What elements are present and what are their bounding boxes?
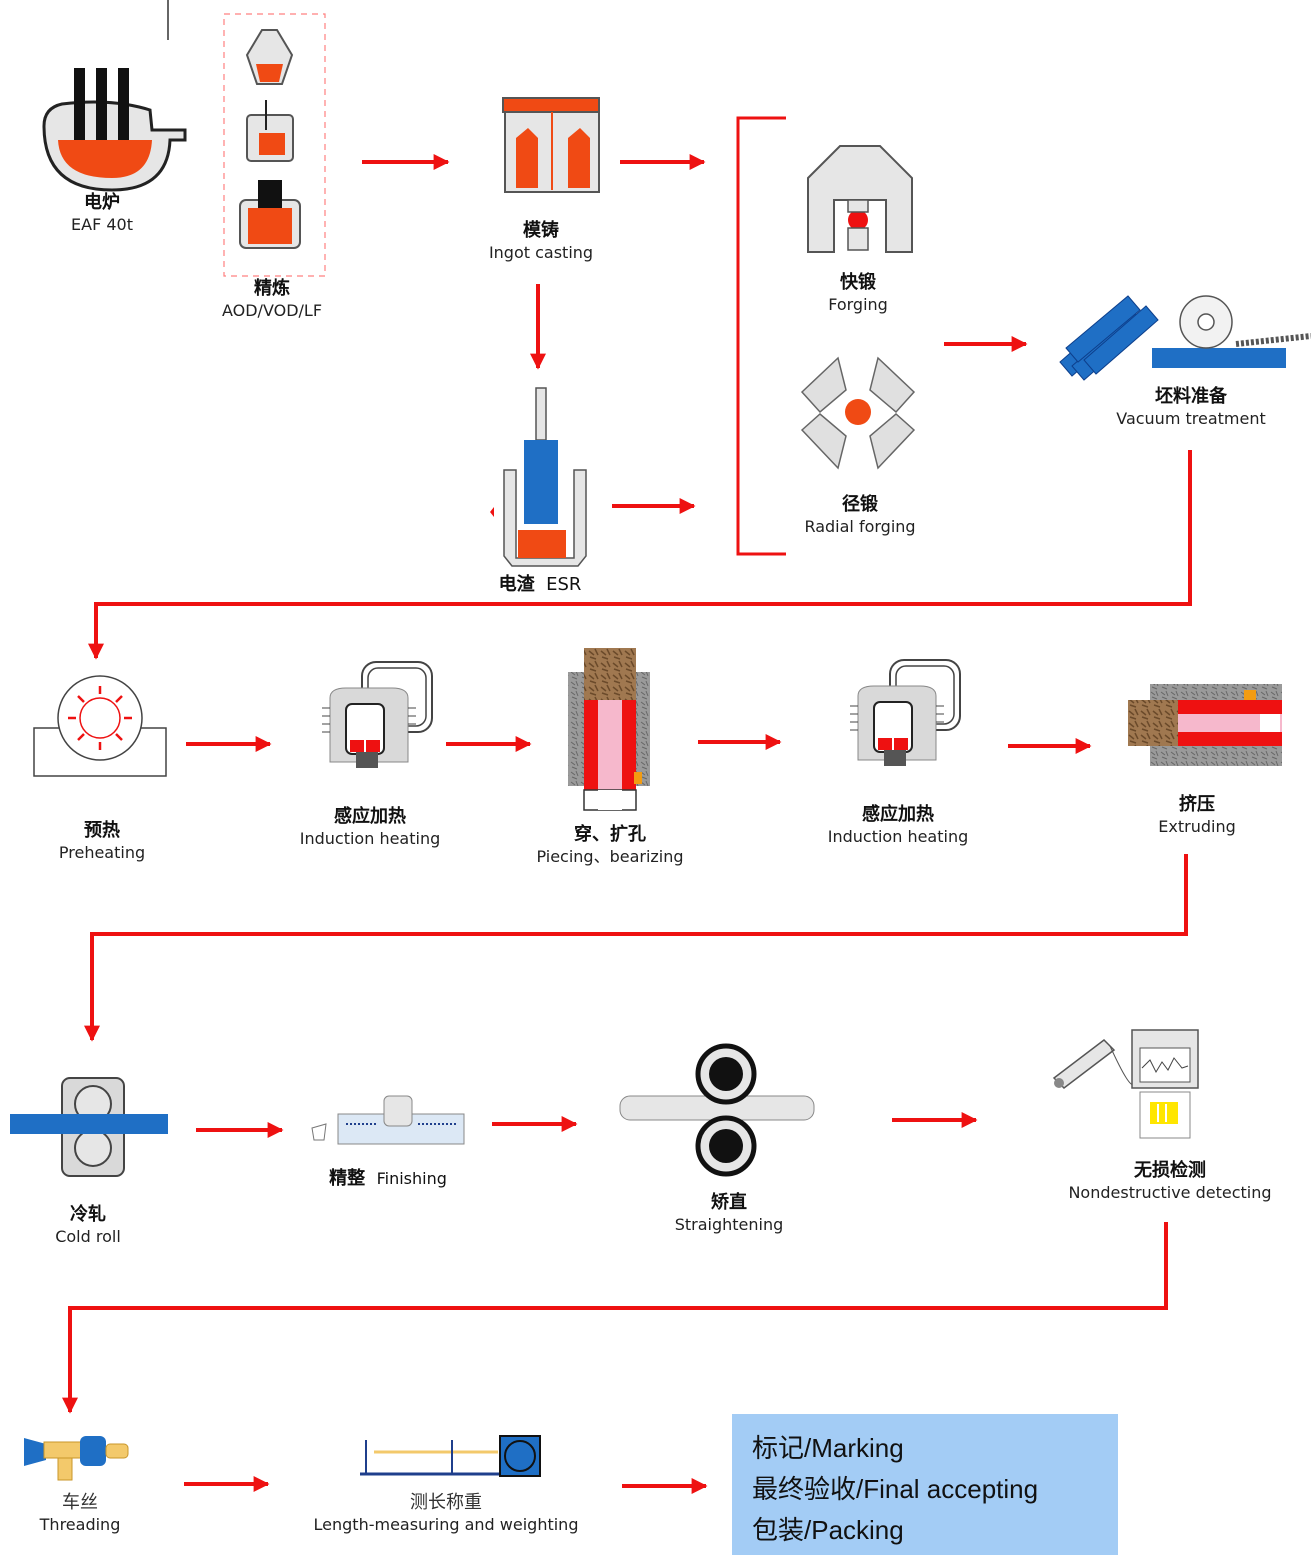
ingot-casting-icon: [502, 97, 600, 193]
label-finishing-zh: 精整: [329, 1168, 366, 1189]
label-straightening-en: Straightening: [674, 1214, 784, 1234]
arrow-ndt-to-threading: [62, 1222, 1168, 1414]
arrow-billet-to-preheat: [88, 450, 1192, 660]
label-billet-en: Vacuum treatment: [1116, 408, 1266, 428]
label-piercing-en: Piecing、bearizing: [536, 846, 684, 866]
label-ndt: 无损检测 Nondestructive detecting: [1068, 1160, 1271, 1203]
label-extruding-en: Extruding: [1158, 816, 1236, 836]
label-preheat-en: Preheating: [58, 842, 146, 862]
final-step-marking: 标记/Marking: [752, 1433, 904, 1463]
vod-vessel-icon: [246, 100, 294, 162]
label-piercing: 穿、扩孔 Piecing、bearizing: [536, 824, 683, 867]
label-refining: 精炼 AOD/VOD/LF: [222, 278, 322, 321]
label-measuring-en: Length-measuring and weighting: [313, 1514, 579, 1534]
eaf-furnace-icon: [42, 68, 187, 192]
forging-press-icon: [807, 145, 913, 253]
billet-preparation-icon: [1059, 295, 1311, 381]
label-threading-zh: 车丝: [62, 1492, 98, 1513]
label-induction-2: 感应加热 Induction heating: [828, 804, 969, 847]
piercing-press-icon: [568, 648, 650, 811]
label-finishing: 精整 Finishing: [329, 1168, 447, 1191]
label-radial-zh: 径锻: [842, 494, 878, 515]
measuring-weighing-icon: [360, 1435, 541, 1477]
label-radial-forging: 径锻 Radial forging: [804, 494, 915, 537]
label-finishing-en: Finishing: [376, 1169, 447, 1188]
label-refining-en: AOD/VOD/LF: [221, 300, 323, 320]
refining-group-box: [223, 13, 326, 277]
label-straightening: 矫直 Straightening: [675, 1192, 784, 1235]
label-eaf-en: EAF 40t: [71, 214, 133, 234]
label-piercing-zh: 穿、扩孔: [573, 824, 646, 845]
label-ndt-zh: 无损检测: [1133, 1160, 1206, 1181]
label-forging-en: Forging: [828, 294, 888, 314]
final-steps-box: 标记/Marking 最终验收/Final accepting 包装/Packi…: [732, 1414, 1118, 1555]
label-ndt-en: Nondestructive detecting: [1068, 1182, 1272, 1202]
label-eaf-zh: 电炉: [83, 192, 120, 213]
induction-heater-icon-2: [850, 659, 961, 766]
label-esr-zh: 电渣: [498, 574, 535, 595]
label-preheat-zh: 预热: [84, 820, 120, 841]
label-extruding-zh: 挤压: [1179, 794, 1215, 815]
label-ingot-zh: 模铸: [523, 220, 559, 241]
extrusion-press-icon: [1128, 684, 1282, 766]
label-billet: 坯料准备 Vacuum treatment: [1116, 386, 1266, 429]
final-step-accepting: 最终验收/Final accepting: [752, 1474, 1039, 1504]
label-induction-2-en: Induction heating: [827, 826, 969, 846]
label-straightening-zh: 矫直: [711, 1192, 747, 1213]
label-induction-1-zh: 感应加热: [334, 806, 406, 827]
label-induction-1: 感应加热 Induction heating: [300, 806, 441, 849]
label-threading: 车丝 Threading: [40, 1492, 121, 1535]
label-measuring-zh: 测长称重: [409, 1492, 482, 1513]
label-coldroll-en: Cold roll: [55, 1226, 121, 1246]
label-extruding: 挤压 Extruding: [1158, 794, 1235, 837]
radial-forging-icon: [800, 356, 916, 470]
final-step-packing: 包装/Packing: [752, 1515, 904, 1545]
label-coldroll-zh: 冷轧: [70, 1204, 106, 1225]
threading-machine-icon: [24, 1436, 129, 1481]
label-forging: 快锻 Forging: [828, 272, 888, 315]
label-esr: 电渣 ESR: [499, 574, 582, 597]
label-forging-zh: 快锻: [840, 272, 876, 293]
label-billet-zh: 坯料准备: [1155, 386, 1227, 407]
label-esr-en: ESR: [546, 574, 582, 595]
esr-furnace-icon: [503, 387, 587, 567]
preheat-furnace-icon: [33, 675, 167, 777]
ndt-equipment-icon: [1052, 1029, 1199, 1139]
label-preheat: 预热 Preheating: [59, 820, 145, 863]
straightening-machine-icon: [619, 1043, 815, 1177]
forging-bracket: [736, 116, 786, 556]
label-induction-2-zh: 感应加热: [862, 804, 934, 825]
label-ingot-casting: 模铸 Ingot casting: [489, 220, 593, 263]
finishing-machine-icon: [311, 1095, 465, 1145]
label-ingot-en: Ingot casting: [488, 242, 594, 262]
induction-heater-icon-1: [322, 661, 433, 768]
lf-furnace-icon: [239, 180, 301, 249]
label-radial-en: Radial forging: [804, 516, 916, 536]
label-measuring: 测长称重 Length-measuring and weighting: [314, 1492, 579, 1535]
label-threading-en: Threading: [39, 1514, 121, 1534]
label-induction-1-en: Induction heating: [299, 828, 441, 848]
label-cold-roll: 冷轧 Cold roll: [55, 1204, 121, 1247]
arrow-extruding-to-coldroll: [84, 854, 1188, 1042]
ladle-icon: [245, 29, 294, 85]
cold-roll-mill-icon: [10, 1077, 168, 1177]
label-refining-zh: 精炼: [254, 278, 290, 299]
label-eaf: 电炉 EAF 40t: [71, 192, 133, 235]
